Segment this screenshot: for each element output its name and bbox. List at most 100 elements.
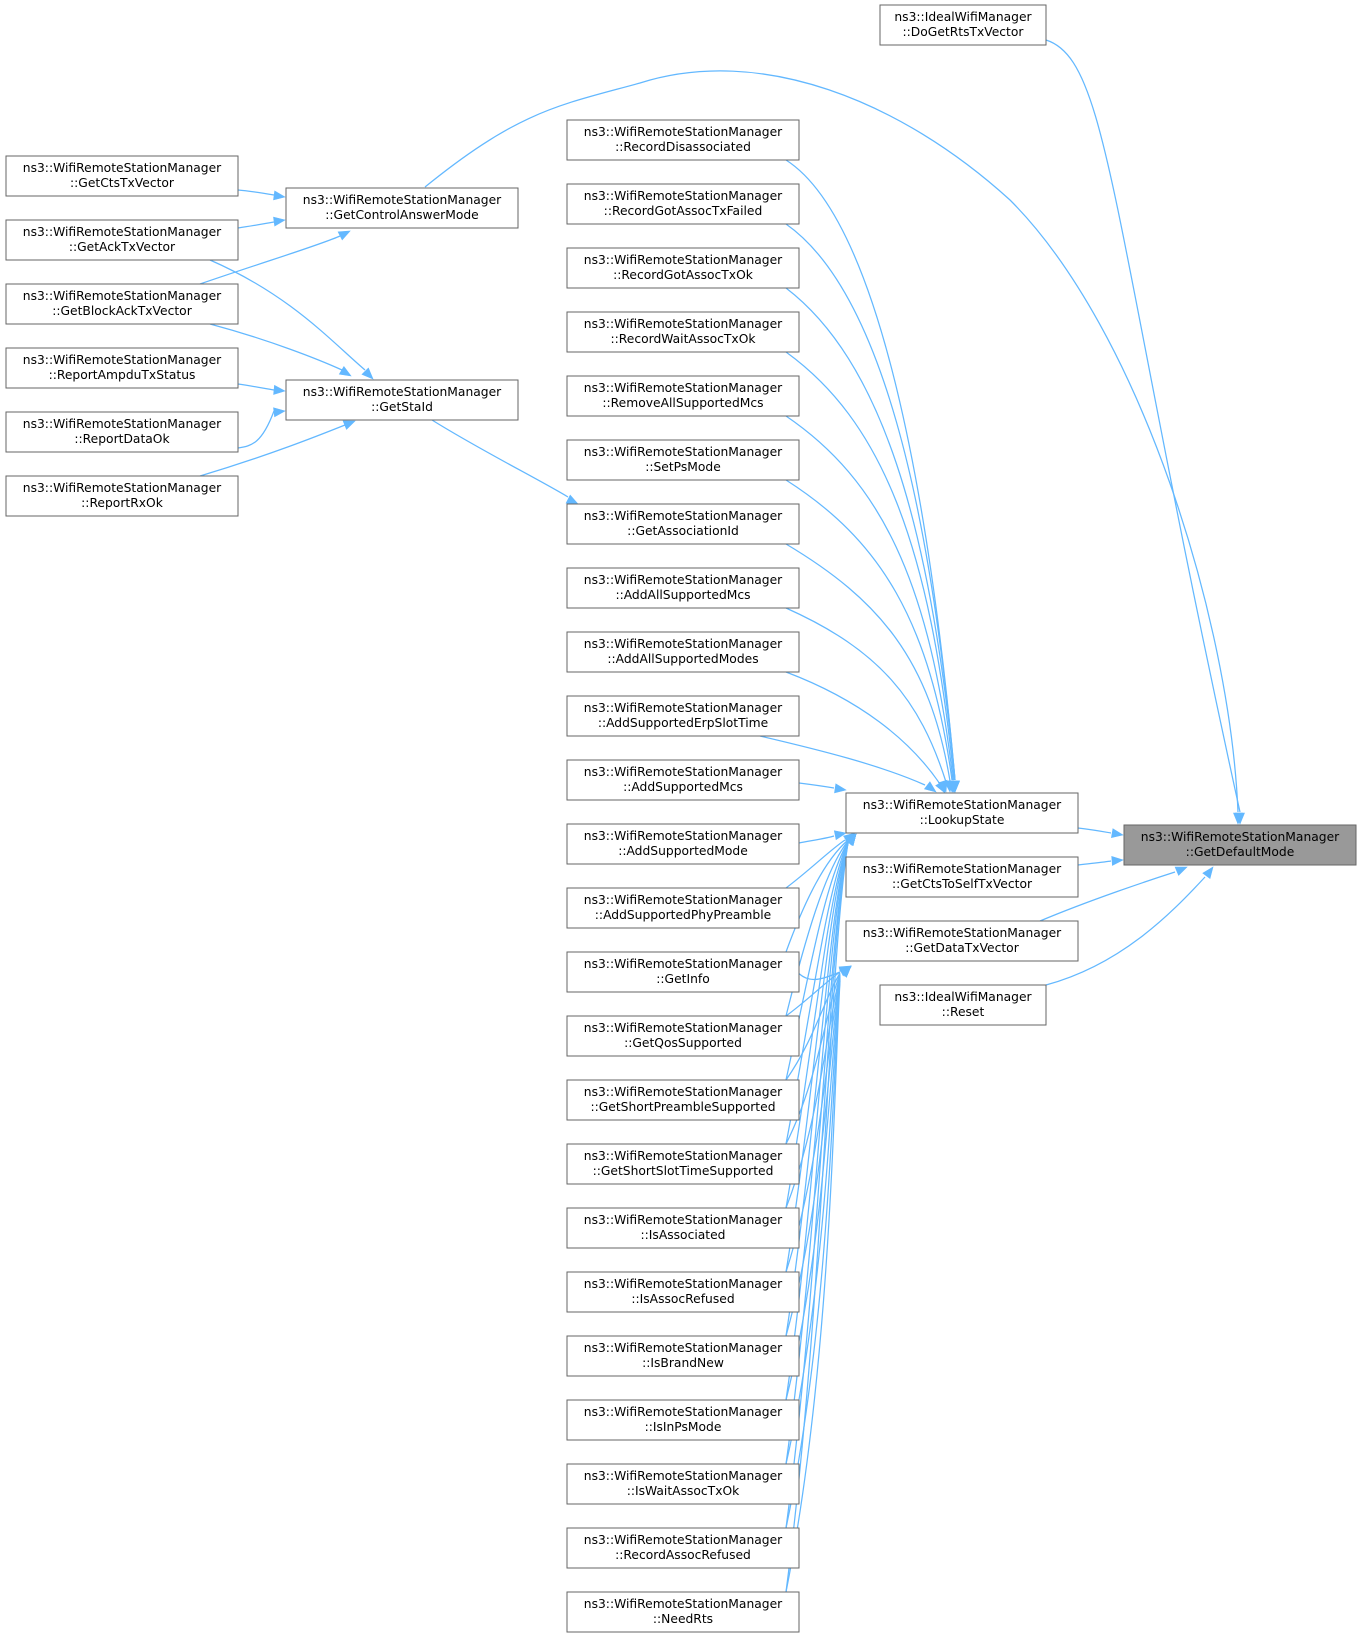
node-record-got-assoc-failed[interactable]: ns3::WifiRemoteStationManager ::RecordGo… [566, 183, 800, 225]
node-subtitle: ::SetPsMode [645, 460, 721, 474]
node-title: ns3::WifiRemoteStationManager [584, 1213, 783, 1227]
node-subtitle: ::IsBrandNew [642, 1356, 724, 1370]
node-get-association-id[interactable]: ns3::WifiRemoteStationManager ::GetAssoc… [566, 503, 800, 545]
node-subtitle: ::DoGetRtsTxVector [903, 25, 1025, 39]
node-title: ns3::WifiRemoteStationManager [23, 289, 222, 303]
edge-is_wait_assoc_ok-to-get_data_tx [785, 978, 841, 1465]
node-add-all-mcs[interactable]: ns3::WifiRemoteStationManager ::AddAllSu… [566, 567, 800, 609]
node-title: ns3::WifiRemoteStationManager [584, 1405, 783, 1419]
node-subtitle: ::RecordDisassociated [615, 140, 751, 154]
node-get-ack-tx[interactable]: ns3::WifiRemoteStationManager ::GetAckTx… [5, 219, 239, 261]
node-is-in-ps-mode[interactable]: ns3::WifiRemoteStationManager ::IsInPsMo… [566, 1399, 800, 1441]
node-subtitle: ::AddSupportedMode [618, 844, 748, 858]
node-is-associated[interactable]: ns3::WifiRemoteStationManager ::IsAssoci… [566, 1207, 800, 1249]
node-subtitle: ::RecordGotAssocTxFailed [604, 204, 763, 218]
arrowhead-lookup_state [834, 783, 847, 794]
node-title: ns3::WifiRemoteStationManager [584, 1597, 783, 1611]
node-get-qos[interactable]: ns3::WifiRemoteStationManager ::GetQosSu… [566, 1015, 800, 1057]
edge-get_control_answer-to-get_default_mode [424, 70, 1239, 813]
node-ideal-reset[interactable]: ns3::IdealWifiManager ::Reset [879, 984, 1047, 1026]
node-is-wait-assoc-ok[interactable]: ns3::WifiRemoteStationManager ::IsWaitAs… [566, 1463, 800, 1505]
node-subtitle: ::AddSupportedPhyPreamble [595, 908, 771, 922]
node-get-cts-to-self[interactable]: ns3::WifiRemoteStationManager ::GetCtsTo… [845, 856, 1079, 898]
node-title: ns3::WifiRemoteStationManager [863, 926, 1062, 940]
node-subtitle: ::GetControlAnswerMode [325, 208, 478, 222]
edge-get_sta_id-to-get_association_id [431, 419, 569, 498]
node-report-ampdu[interactable]: ns3::WifiRemoteStationManager ::ReportAm… [5, 347, 239, 389]
node-add-phy-preamble[interactable]: ns3::WifiRemoteStationManager ::AddSuppo… [566, 887, 800, 929]
node-subtitle: ::ReportRxOk [81, 496, 164, 510]
node-report-data-ok[interactable]: ns3::WifiRemoteStationManager ::ReportDa… [5, 411, 239, 453]
node-subtitle: ::GetQosSupported [624, 1036, 742, 1050]
node-get-sta-id[interactable]: ns3::WifiRemoteStationManager ::GetStaId [285, 379, 519, 421]
node-record-wait-assoc-ok[interactable]: ns3::WifiRemoteStationManager ::RecordWa… [566, 311, 800, 353]
node-title: ns3::WifiRemoteStationManager [303, 193, 502, 207]
node-title: ns3::WifiRemoteStationManager [584, 317, 783, 331]
arrowhead-get_default_mode [1233, 812, 1243, 825]
edge-record_assoc_refused-to-get_data_tx [785, 979, 841, 1529]
edge-add_all_modes-to-lookup_state [785, 671, 941, 785]
node-get-info[interactable]: ns3::WifiRemoteStationManager ::GetInfo [566, 951, 800, 993]
node-subtitle: ::GetDataTxVector [905, 941, 1019, 955]
node-subtitle: ::GetInfo [656, 972, 709, 986]
node-subtitle: ::GetShortPreambleSupported [590, 1100, 775, 1114]
edge-add_all_mcs-to-lookup_state [785, 607, 947, 783]
node-is-brand-new[interactable]: ns3::WifiRemoteStationManager ::IsBrandN… [566, 1335, 800, 1377]
node-record-assoc-refused[interactable]: ns3::WifiRemoteStationManager ::RecordAs… [566, 1527, 800, 1569]
node-title: ns3::WifiRemoteStationManager [863, 862, 1062, 876]
node-remove-all-mcs[interactable]: ns3::WifiRemoteStationManager ::RemoveAl… [566, 375, 800, 417]
node-get-data-tx[interactable]: ns3::WifiRemoteStationManager ::GetDataT… [845, 920, 1079, 962]
edge-is_brand_new-to-get_data_tx [785, 976, 841, 1337]
edge-get_info-to-lookup_state [785, 839, 849, 953]
node-set-ps-mode[interactable]: ns3::WifiRemoteStationManager ::SetPsMod… [566, 439, 800, 481]
edge-record_got_assoc_ok-to-lookup_state [785, 287, 956, 781]
edge-ideal_reset-to-get_default_mode [1045, 876, 1206, 986]
node-get-control-answer[interactable]: ns3::WifiRemoteStationManager ::GetContr… [285, 187, 519, 229]
node-ideal-do-get-rts[interactable]: ns3::IdealWifiManager ::DoGetRtsTxVector [879, 4, 1047, 46]
node-get-cts-tx[interactable]: ns3::WifiRemoteStationManager ::GetCtsTx… [5, 155, 239, 197]
arrowhead-layer [273, 190, 1245, 978]
node-title: ns3::WifiRemoteStationManager [23, 161, 222, 175]
node-is-assoc-refused[interactable]: ns3::WifiRemoteStationManager ::IsAssocR… [566, 1271, 800, 1313]
edge-report_ampdu-to-get_sta_id [237, 383, 275, 391]
node-get-short-preamble[interactable]: ns3::WifiRemoteStationManager ::GetShort… [566, 1079, 800, 1121]
node-get-block-ack-tx[interactable]: ns3::WifiRemoteStationManager ::GetBlock… [5, 283, 239, 325]
node-subtitle: ::RecordWaitAssocTxOk [610, 332, 756, 346]
node-title: ns3::WifiRemoteStationManager [23, 417, 222, 431]
node-add-all-modes[interactable]: ns3::WifiRemoteStationManager ::AddAllSu… [566, 631, 800, 673]
edge-get_data_tx-to-get_default_mode [1039, 871, 1176, 922]
node-subtitle: ::GetAssociationId [627, 524, 739, 538]
node-title: ns3::WifiRemoteStationManager [584, 1341, 783, 1355]
node-add-mcs[interactable]: ns3::WifiRemoteStationManager ::AddSuppo… [566, 759, 800, 801]
node-record-disassociated[interactable]: ns3::WifiRemoteStationManager ::RecordDi… [566, 119, 800, 161]
node-record-got-assoc-ok[interactable]: ns3::WifiRemoteStationManager ::RecordGo… [566, 247, 800, 289]
node-title: ns3::WifiRemoteStationManager [584, 701, 783, 715]
node-title: ns3::WifiRemoteStationManager [584, 637, 783, 651]
arrowhead-get_sta_id [361, 367, 374, 380]
node-subtitle: ::IsAssocRefused [631, 1292, 734, 1306]
node-get-default-mode[interactable]: ns3::WifiRemoteStationManager ::GetDefau… [1123, 824, 1357, 866]
node-title: ns3::WifiRemoteStationManager [584, 1085, 783, 1099]
node-subtitle: ::GetBlockAckTxVector [52, 304, 192, 318]
node-get-short-slot[interactable]: ns3::WifiRemoteStationManager ::GetShort… [566, 1143, 800, 1185]
edge-get_block_ack_tx-to-get_sta_id [209, 323, 343, 371]
node-subtitle: ::AddAllSupportedModes [607, 652, 758, 666]
node-title: ns3::WifiRemoteStationManager [584, 509, 783, 523]
node-title: ns3::WifiRemoteStationManager [863, 798, 1062, 812]
node-title: ns3::WifiRemoteStationManager [23, 353, 222, 367]
node-title: ns3::WifiRemoteStationManager [584, 1277, 783, 1291]
node-add-mode[interactable]: ns3::WifiRemoteStationManager ::AddSuppo… [566, 823, 800, 865]
node-lookup-state[interactable]: ns3::WifiRemoteStationManager ::LookupSt… [845, 792, 1079, 834]
node-need-rts[interactable]: ns3::WifiRemoteStationManager ::NeedRts [566, 1591, 800, 1633]
node-subtitle: ::AddSupportedMcs [623, 780, 743, 794]
node-title: ns3::WifiRemoteStationManager [584, 381, 783, 395]
node-add-erp-slot[interactable]: ns3::WifiRemoteStationManager ::AddSuppo… [566, 695, 800, 737]
arrowhead-get_control_answer [273, 190, 286, 201]
arrowhead-get_sta_id [342, 420, 356, 430]
edge-is_in_ps_mode-to-get_data_tx [785, 977, 841, 1401]
arrowhead-get_default_mode [1202, 866, 1214, 880]
node-report-rx-ok[interactable]: ns3::WifiRemoteStationManager ::ReportRx… [5, 475, 239, 517]
node-title: ns3::WifiRemoteStationManager [584, 957, 783, 971]
node-subtitle: ::NeedRts [653, 1612, 713, 1626]
